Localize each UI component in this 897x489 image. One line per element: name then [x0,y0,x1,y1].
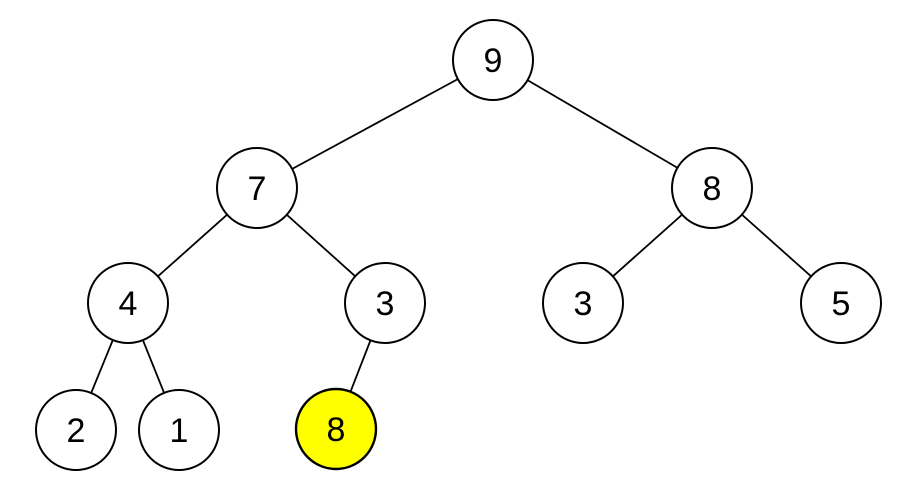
tree-node: 5 [800,262,882,344]
tree-node-circle [216,147,298,229]
tree-node-label: 7 [248,170,267,208]
tree-node: 3 [344,262,426,344]
tree-node-circle [138,389,220,471]
tree-node-circle [452,19,534,101]
tree-node-circle [294,387,378,471]
tree-node-circle [35,389,117,471]
tree-node: 1 [138,389,220,471]
tree-node-circle [87,262,169,344]
tree-node-circle [671,147,753,229]
tree-node-label: 3 [574,285,593,323]
tree-node-highlighted: 8 [294,387,378,471]
tree-node: 4 [87,262,169,344]
tree-edge-root-R [492,59,713,189]
tree-node-label: 3 [376,285,395,323]
tree-node-circle [542,262,624,344]
tree-node: 8 [671,147,753,229]
tree-node-label: 4 [119,285,138,323]
tree-node: 9 [452,19,534,101]
tree-edge-root-L [256,59,494,189]
tree-node-label: 5 [832,285,851,323]
tree-node-label: 8 [703,170,722,208]
tree-node-label: 1 [170,412,189,450]
tree-node: 3 [542,262,624,344]
tree-node: 7 [216,147,298,229]
tree-node-label: 2 [67,412,86,450]
tree-node-label: 9 [484,42,503,80]
tree-node: 2 [35,389,117,471]
tree-node-circle [800,262,882,344]
tree-node-label: 8 [327,411,346,449]
tree-node-circle [344,262,426,344]
